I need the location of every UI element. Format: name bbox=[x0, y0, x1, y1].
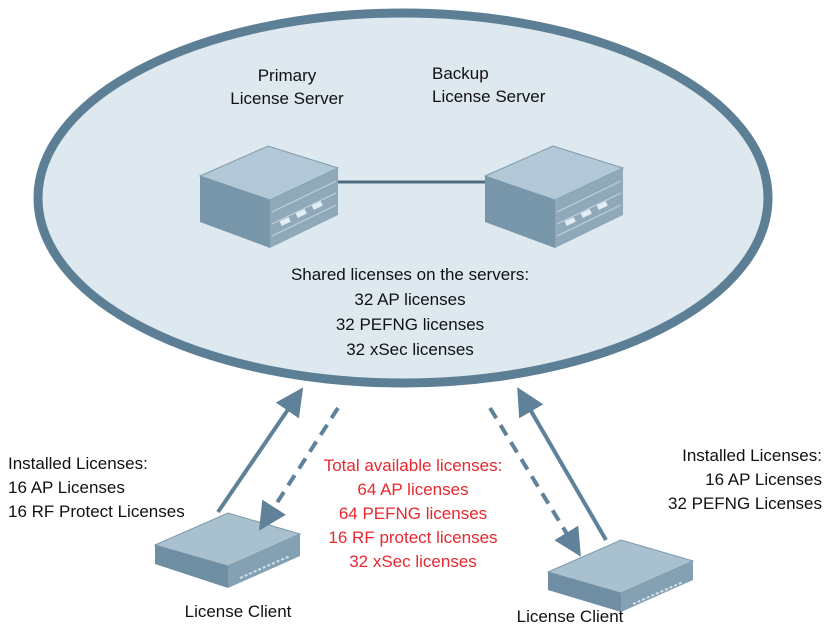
primary-server-label-line2: License Server bbox=[230, 89, 344, 108]
total-available-item: 64 PEFNG licenses bbox=[338, 504, 488, 523]
left-client-installed-licenses: Installed Licenses: 16 AP Licenses 16 RF… bbox=[8, 452, 208, 524]
primary-server-icon bbox=[198, 145, 340, 248]
backup-server-label: Backup License Server bbox=[432, 62, 582, 108]
right-client-installed-licenses: Installed Licenses: 16 AP Licenses 32 PE… bbox=[610, 444, 822, 516]
total-available-item: 64 AP licenses bbox=[357, 480, 469, 499]
right-installed-heading: Installed Licenses: bbox=[682, 446, 822, 465]
right-installed-item: 32 PEFNG Licenses bbox=[667, 494, 822, 513]
primary-server-label-line1: Primary bbox=[257, 66, 317, 85]
shared-license-item: 32 AP licenses bbox=[354, 290, 466, 309]
backup-server-label-line2: License Server bbox=[432, 87, 546, 106]
backup-server-label-line1: Backup bbox=[432, 64, 489, 83]
total-available-heading: Total available licenses: bbox=[323, 456, 503, 475]
backup-server-icon bbox=[483, 145, 625, 248]
primary-server-label: Primary License Server bbox=[212, 64, 362, 110]
shared-licenses-heading: Shared licenses on the servers: bbox=[290, 265, 530, 284]
right-installed-item: 16 AP Licenses bbox=[705, 470, 822, 489]
total-available-item: 16 RF protect licenses bbox=[328, 528, 498, 547]
left-installed-item: 16 AP Licenses bbox=[8, 478, 125, 497]
right-client-label: License Client bbox=[516, 607, 624, 626]
right-server-to-client-arrow bbox=[488, 406, 581, 557]
right-client-to-server-arrow bbox=[517, 387, 608, 542]
total-available-item: 32 xSec licenses bbox=[349, 552, 477, 571]
left-installed-heading: Installed Licenses: bbox=[8, 454, 148, 473]
left-client-label: License Client bbox=[184, 602, 292, 621]
shared-licenses-block: Shared licenses on the servers: 32 AP li… bbox=[250, 262, 570, 362]
server-cluster-ellipse bbox=[33, 8, 773, 388]
left-server-to-client-arrow bbox=[258, 406, 340, 531]
total-available-licenses: Total available licenses: 64 AP licenses… bbox=[300, 454, 526, 574]
left-client-to-server-arrow bbox=[216, 387, 304, 514]
left-client-device-icon bbox=[153, 512, 302, 588]
right-client-device-icon bbox=[546, 539, 695, 612]
shared-license-item: 32 xSec licenses bbox=[346, 340, 474, 359]
shared-license-item: 32 PEFNG licenses bbox=[335, 315, 485, 334]
left-installed-item: 16 RF Protect Licenses bbox=[8, 502, 185, 521]
